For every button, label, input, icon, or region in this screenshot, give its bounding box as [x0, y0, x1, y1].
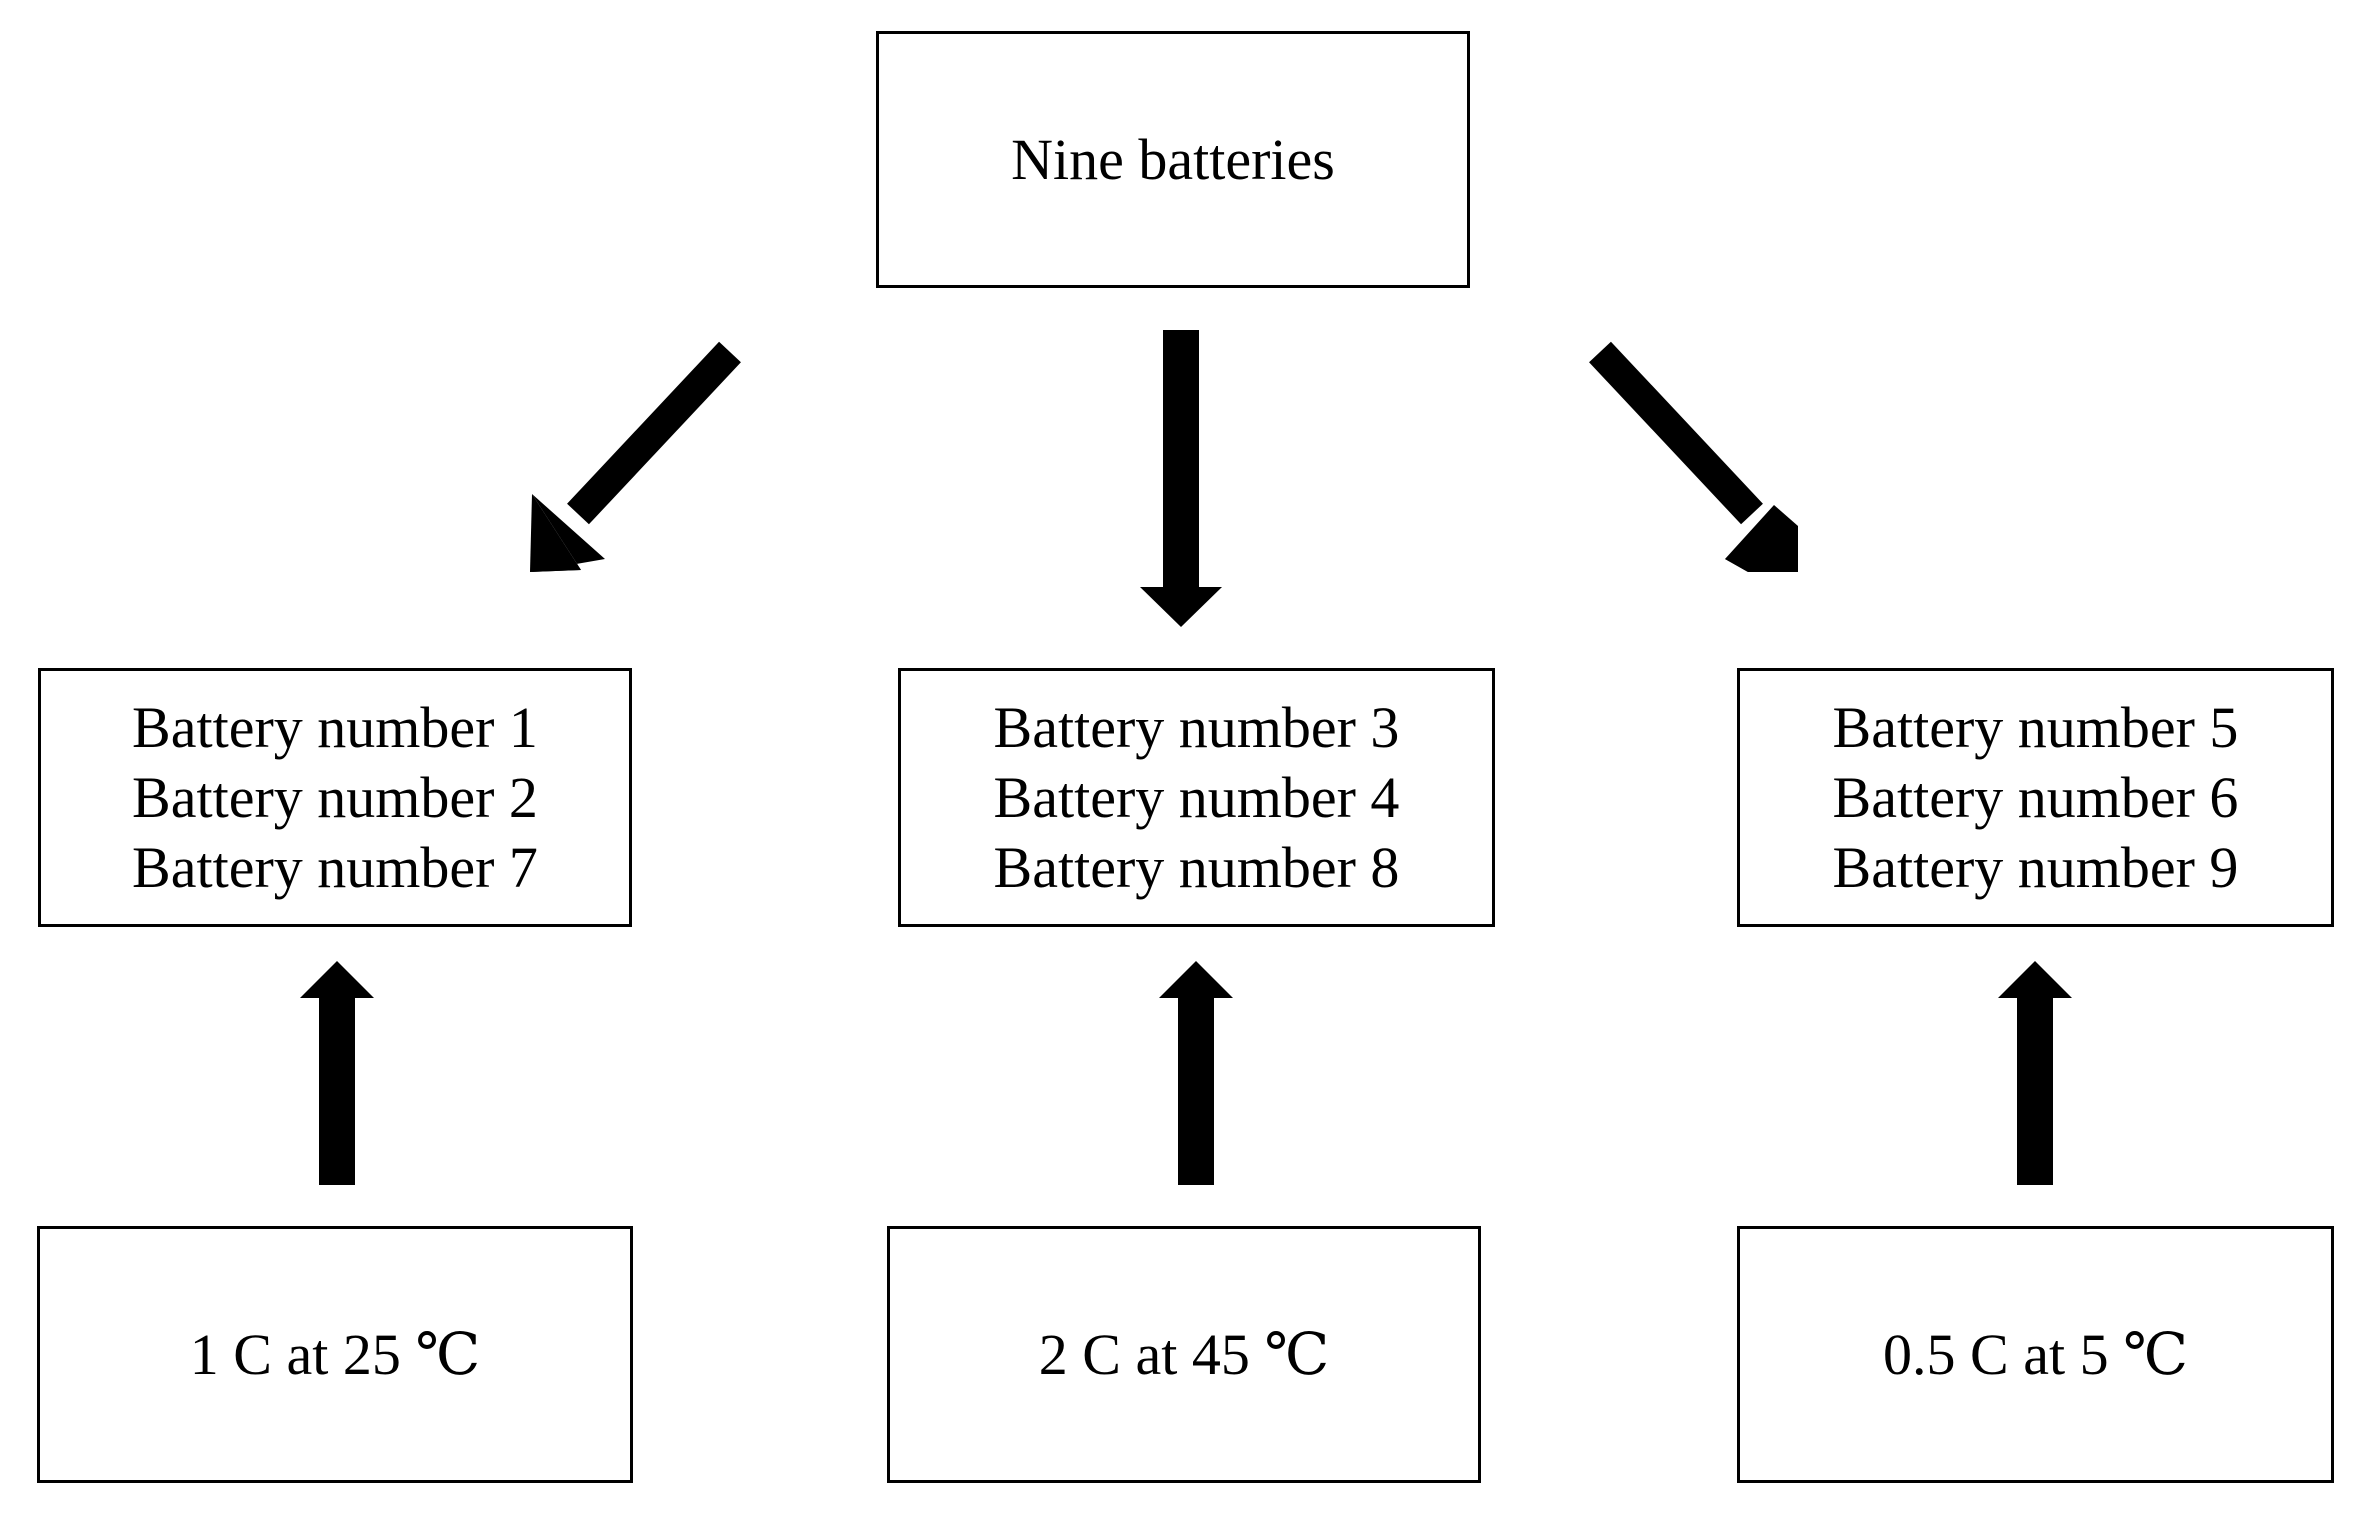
root-node: Nine batteries	[876, 31, 1470, 288]
battery-label: Battery number 3	[993, 694, 1400, 760]
arrow-condition-middle-to-group-middle	[1159, 961, 1233, 1185]
battery-label: Battery number 6	[1832, 764, 2239, 830]
root-node-label: Nine batteries	[1011, 126, 1335, 192]
battery-label: Battery number 1	[132, 694, 538, 760]
battery-group-left: Battery number 1 Battery number 2 Batter…	[38, 668, 632, 927]
battery-label: Battery number 5	[1832, 694, 2239, 760]
battery-label: Battery number 4	[993, 764, 1400, 830]
arrow-root-to-middle-group	[1140, 330, 1222, 627]
battery-label: Battery number 7	[132, 834, 538, 900]
battery-list: Battery number 3 Battery number 4 Batter…	[994, 693, 1400, 903]
condition-node-middle: 2 C at 45 ℃	[887, 1226, 1481, 1483]
battery-label: Battery number 8	[993, 834, 1400, 900]
condition-label: 0.5 C at 5 ℃	[1883, 1321, 2188, 1387]
arrow-condition-right-to-group-right	[1998, 961, 2072, 1185]
battery-group-middle: Battery number 3 Battery number 4 Batter…	[898, 668, 1495, 927]
arrow-condition-left-to-group-left	[300, 961, 374, 1185]
battery-list: Battery number 5 Battery number 6 Batter…	[1833, 693, 2239, 903]
condition-node-right: 0.5 C at 5 ℃	[1737, 1226, 2334, 1483]
battery-list: Battery number 1 Battery number 2 Batter…	[132, 693, 538, 903]
condition-label: 1 C at 25 ℃	[189, 1321, 481, 1387]
arrow-root-to-right-group	[1589, 341, 1798, 572]
battery-group-right: Battery number 5 Battery number 6 Batter…	[1737, 668, 2334, 927]
arrow-root-to-left-group	[530, 341, 741, 572]
battery-label: Battery number 9	[1832, 834, 2239, 900]
battery-label: Battery number 2	[132, 764, 538, 830]
condition-node-left: 1 C at 25 ℃	[37, 1226, 633, 1483]
condition-label: 2 C at 45 ℃	[1038, 1321, 1330, 1387]
